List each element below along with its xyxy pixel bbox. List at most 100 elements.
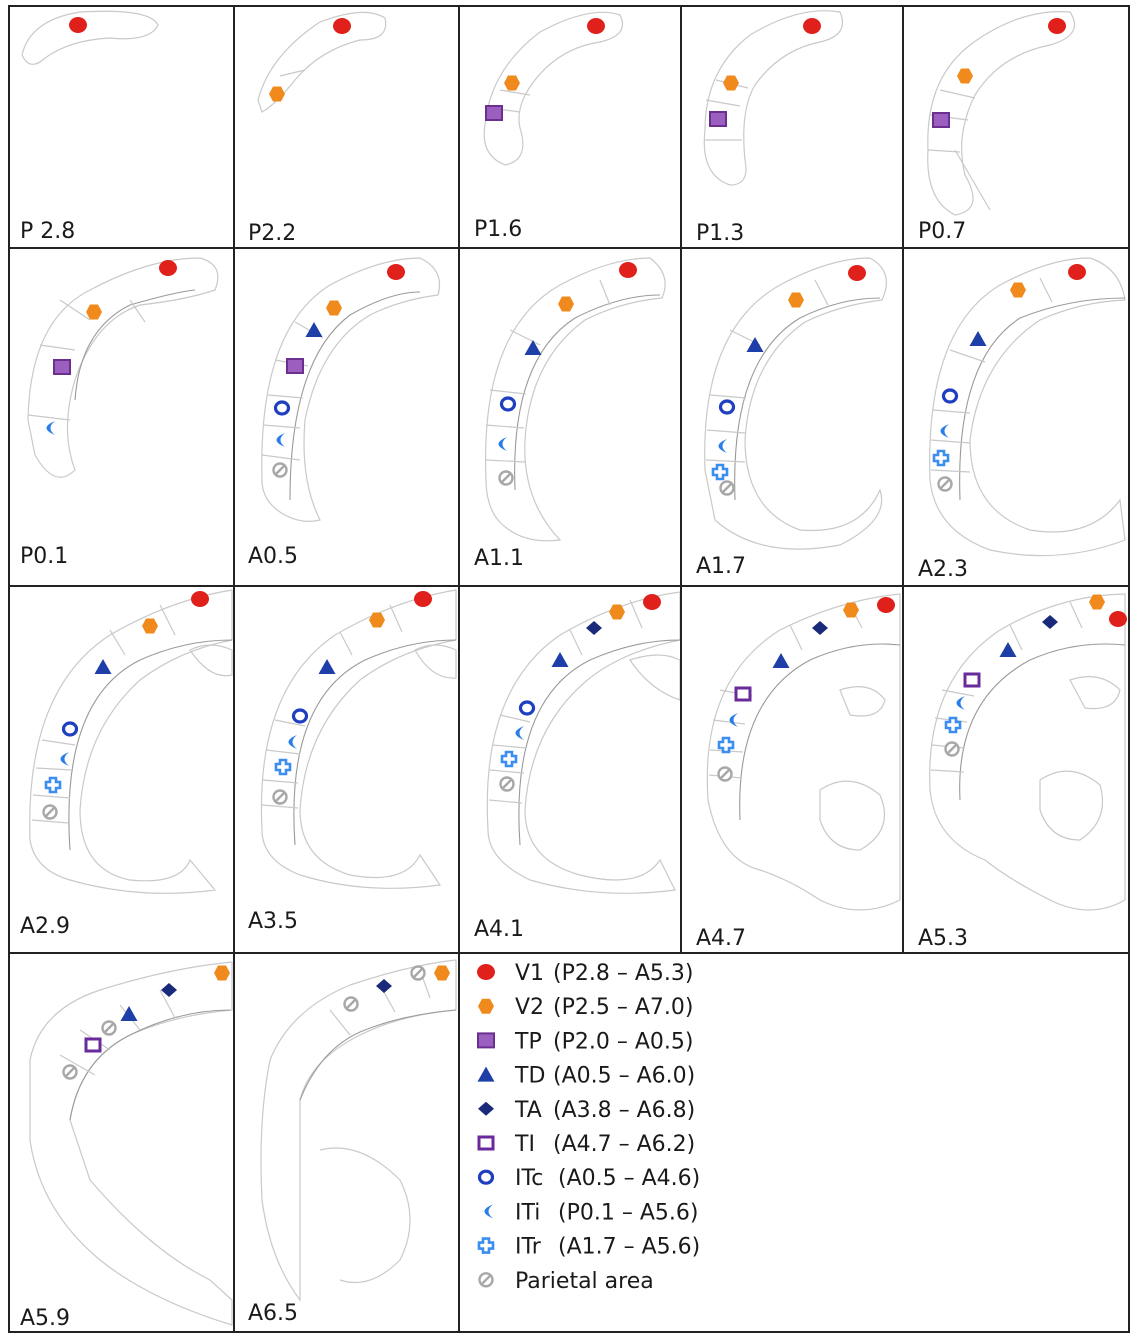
- legend-symbol-itc-icon: [477, 1169, 495, 1185]
- legend-symbol-iti-icon: [484, 1204, 493, 1219]
- marker-td-panel-11: [318, 659, 336, 674]
- marker-itr-panel-9: [932, 449, 950, 467]
- marker-parietal-panel-10: [42, 804, 58, 820]
- section-label: A4.7: [696, 926, 746, 951]
- marker-parietal-panel-14: [944, 741, 960, 757]
- marker-v1-panel-12: [643, 594, 661, 610]
- marker-itr-panel-11: [274, 758, 292, 776]
- marker-v2-panel-2: [504, 75, 520, 91]
- marker-itc-panel-12: [518, 700, 536, 716]
- legend-symbol-ta-icon: [478, 1101, 494, 1116]
- panel-outline-5: [27, 257, 219, 478]
- marker-parietal-panel-13: [717, 766, 733, 782]
- legend-entry-range: (A0.5 – A6.0): [553, 1064, 695, 1089]
- marker-td-panel-13: [772, 653, 790, 668]
- marker-v2-panel-8: [788, 292, 804, 308]
- section-label: A2.9: [20, 914, 70, 939]
- marker-v1-panel-8: [848, 265, 866, 281]
- marker-v2-panel-11: [369, 612, 385, 628]
- legend-entry-name: V1: [515, 961, 544, 986]
- marker-v2-panel-12: [609, 604, 625, 620]
- legend-entry-range: (P2.5 – A7.0): [553, 995, 693, 1020]
- panel-grid: [8, 5, 1130, 1333]
- marker-iti-panel-7: [498, 437, 507, 451]
- panel-outline-3: [703, 10, 844, 186]
- marker-td-panel-9: [969, 331, 987, 346]
- marker-td-panel-12: [551, 652, 569, 667]
- marker-itc-panel-10: [61, 721, 79, 737]
- marker-v2-panel-15: [214, 965, 230, 981]
- legend-entry-range: (A4.7 – A6.2): [553, 1132, 695, 1157]
- marker-parietal-panel-12: [499, 776, 515, 792]
- legend-entry-name: TP: [514, 1029, 542, 1054]
- marker-v2-panel-10: [142, 618, 158, 634]
- legend-symbol-v2-icon: [478, 998, 494, 1014]
- marker-ta-panel-15: [161, 983, 177, 997]
- legend-entry-range: (P2.8 – A5.3): [553, 961, 693, 986]
- panel-outline-0: [21, 10, 159, 65]
- section-label: P 2.8: [20, 219, 75, 244]
- marker-v2-panel-1: [269, 86, 285, 102]
- section-label: A1.7: [696, 554, 746, 579]
- section-label: P1.3: [696, 221, 744, 246]
- marker-parietal-panel-11: [272, 789, 288, 805]
- legend-entry-name: TI: [514, 1132, 535, 1157]
- panel-outline-11: [260, 589, 457, 889]
- legend: V1 (P2.8 – A5.3) V2 (P2.5 – A7.0) TP (P2.0 – …: [477, 961, 700, 1294]
- marker-itr-panel-13: [717, 736, 735, 754]
- marker-itr-panel-12: [500, 750, 518, 768]
- marker-v1-panel-10: [191, 591, 209, 607]
- marker-v1-panel-0: [69, 17, 87, 33]
- section-label: P0.1: [20, 544, 68, 569]
- panel-outline-16: [260, 959, 457, 1302]
- marker-iti-panel-5: [46, 421, 55, 435]
- legend-entry-range: (P0.1 – A5.6): [558, 1200, 698, 1225]
- marker-itc-panel-7: [499, 396, 517, 412]
- marker-v1-panel-9: [1068, 264, 1086, 280]
- marker-ta-panel-14: [1042, 615, 1058, 629]
- marker-iti-panel-10: [60, 752, 69, 766]
- marker-ti-panel-14: [963, 672, 981, 688]
- marker-itr-panel-10: [44, 776, 62, 794]
- marker-parietal-panel-8: [719, 480, 735, 496]
- section-outlines: [21, 10, 1126, 1326]
- marker-iti-panel-11: [288, 735, 297, 749]
- panel-outline-1: [257, 11, 387, 113]
- legend-symbol-v1-icon: [477, 964, 495, 980]
- marker-itc-panel-6: [273, 400, 291, 416]
- panel-outline-9: [929, 257, 1126, 557]
- legend-symbol-tp-icon: [477, 1032, 495, 1049]
- marker-v2-panel-9: [1010, 282, 1026, 298]
- marker-v1-panel-1: [333, 18, 351, 34]
- marker-iti-panel-13: [729, 713, 738, 727]
- legend-symbol-ti-icon: [477, 1135, 495, 1151]
- marker-parietal-panel-9: [937, 476, 953, 492]
- marker-v2-panel-7: [558, 296, 574, 312]
- marker-td-panel-10: [94, 659, 112, 674]
- marker-v2-panel-3: [723, 75, 739, 91]
- marker-parietal-panel-16: [343, 996, 359, 1012]
- marker-iti-panel-14: [956, 696, 965, 710]
- section-label: A5.3: [918, 926, 968, 951]
- legend-symbol-parietal-icon: [478, 1272, 494, 1288]
- marker-ta-panel-12: [586, 621, 602, 635]
- marker-v2-panel-16: [434, 965, 450, 981]
- legend-entry-name: TD: [514, 1064, 545, 1089]
- legend-entry-name: Parietal area: [515, 1269, 654, 1294]
- marker-iti-panel-8: [718, 439, 727, 453]
- legend-symbol-itr-icon: [477, 1237, 495, 1254]
- section-label: A6.5: [248, 1301, 298, 1326]
- marker-td-panel-7: [524, 340, 542, 355]
- legend-entry-name: ITc: [515, 1166, 543, 1191]
- marker-iti-panel-6: [276, 433, 285, 447]
- legend-entry-range: (P2.0 – A0.5): [553, 1029, 693, 1054]
- panel-outline-8: [704, 257, 888, 550]
- panel-outline-12: [486, 591, 681, 894]
- marker-v2-panel-5: [86, 304, 102, 320]
- panel-outline-7: [484, 257, 666, 542]
- marker-v1-panel-13: [877, 597, 895, 613]
- section-label: A0.5: [248, 544, 298, 569]
- legend-entry-name: V2: [515, 995, 544, 1020]
- marker-parietal-panel-6: [272, 462, 288, 478]
